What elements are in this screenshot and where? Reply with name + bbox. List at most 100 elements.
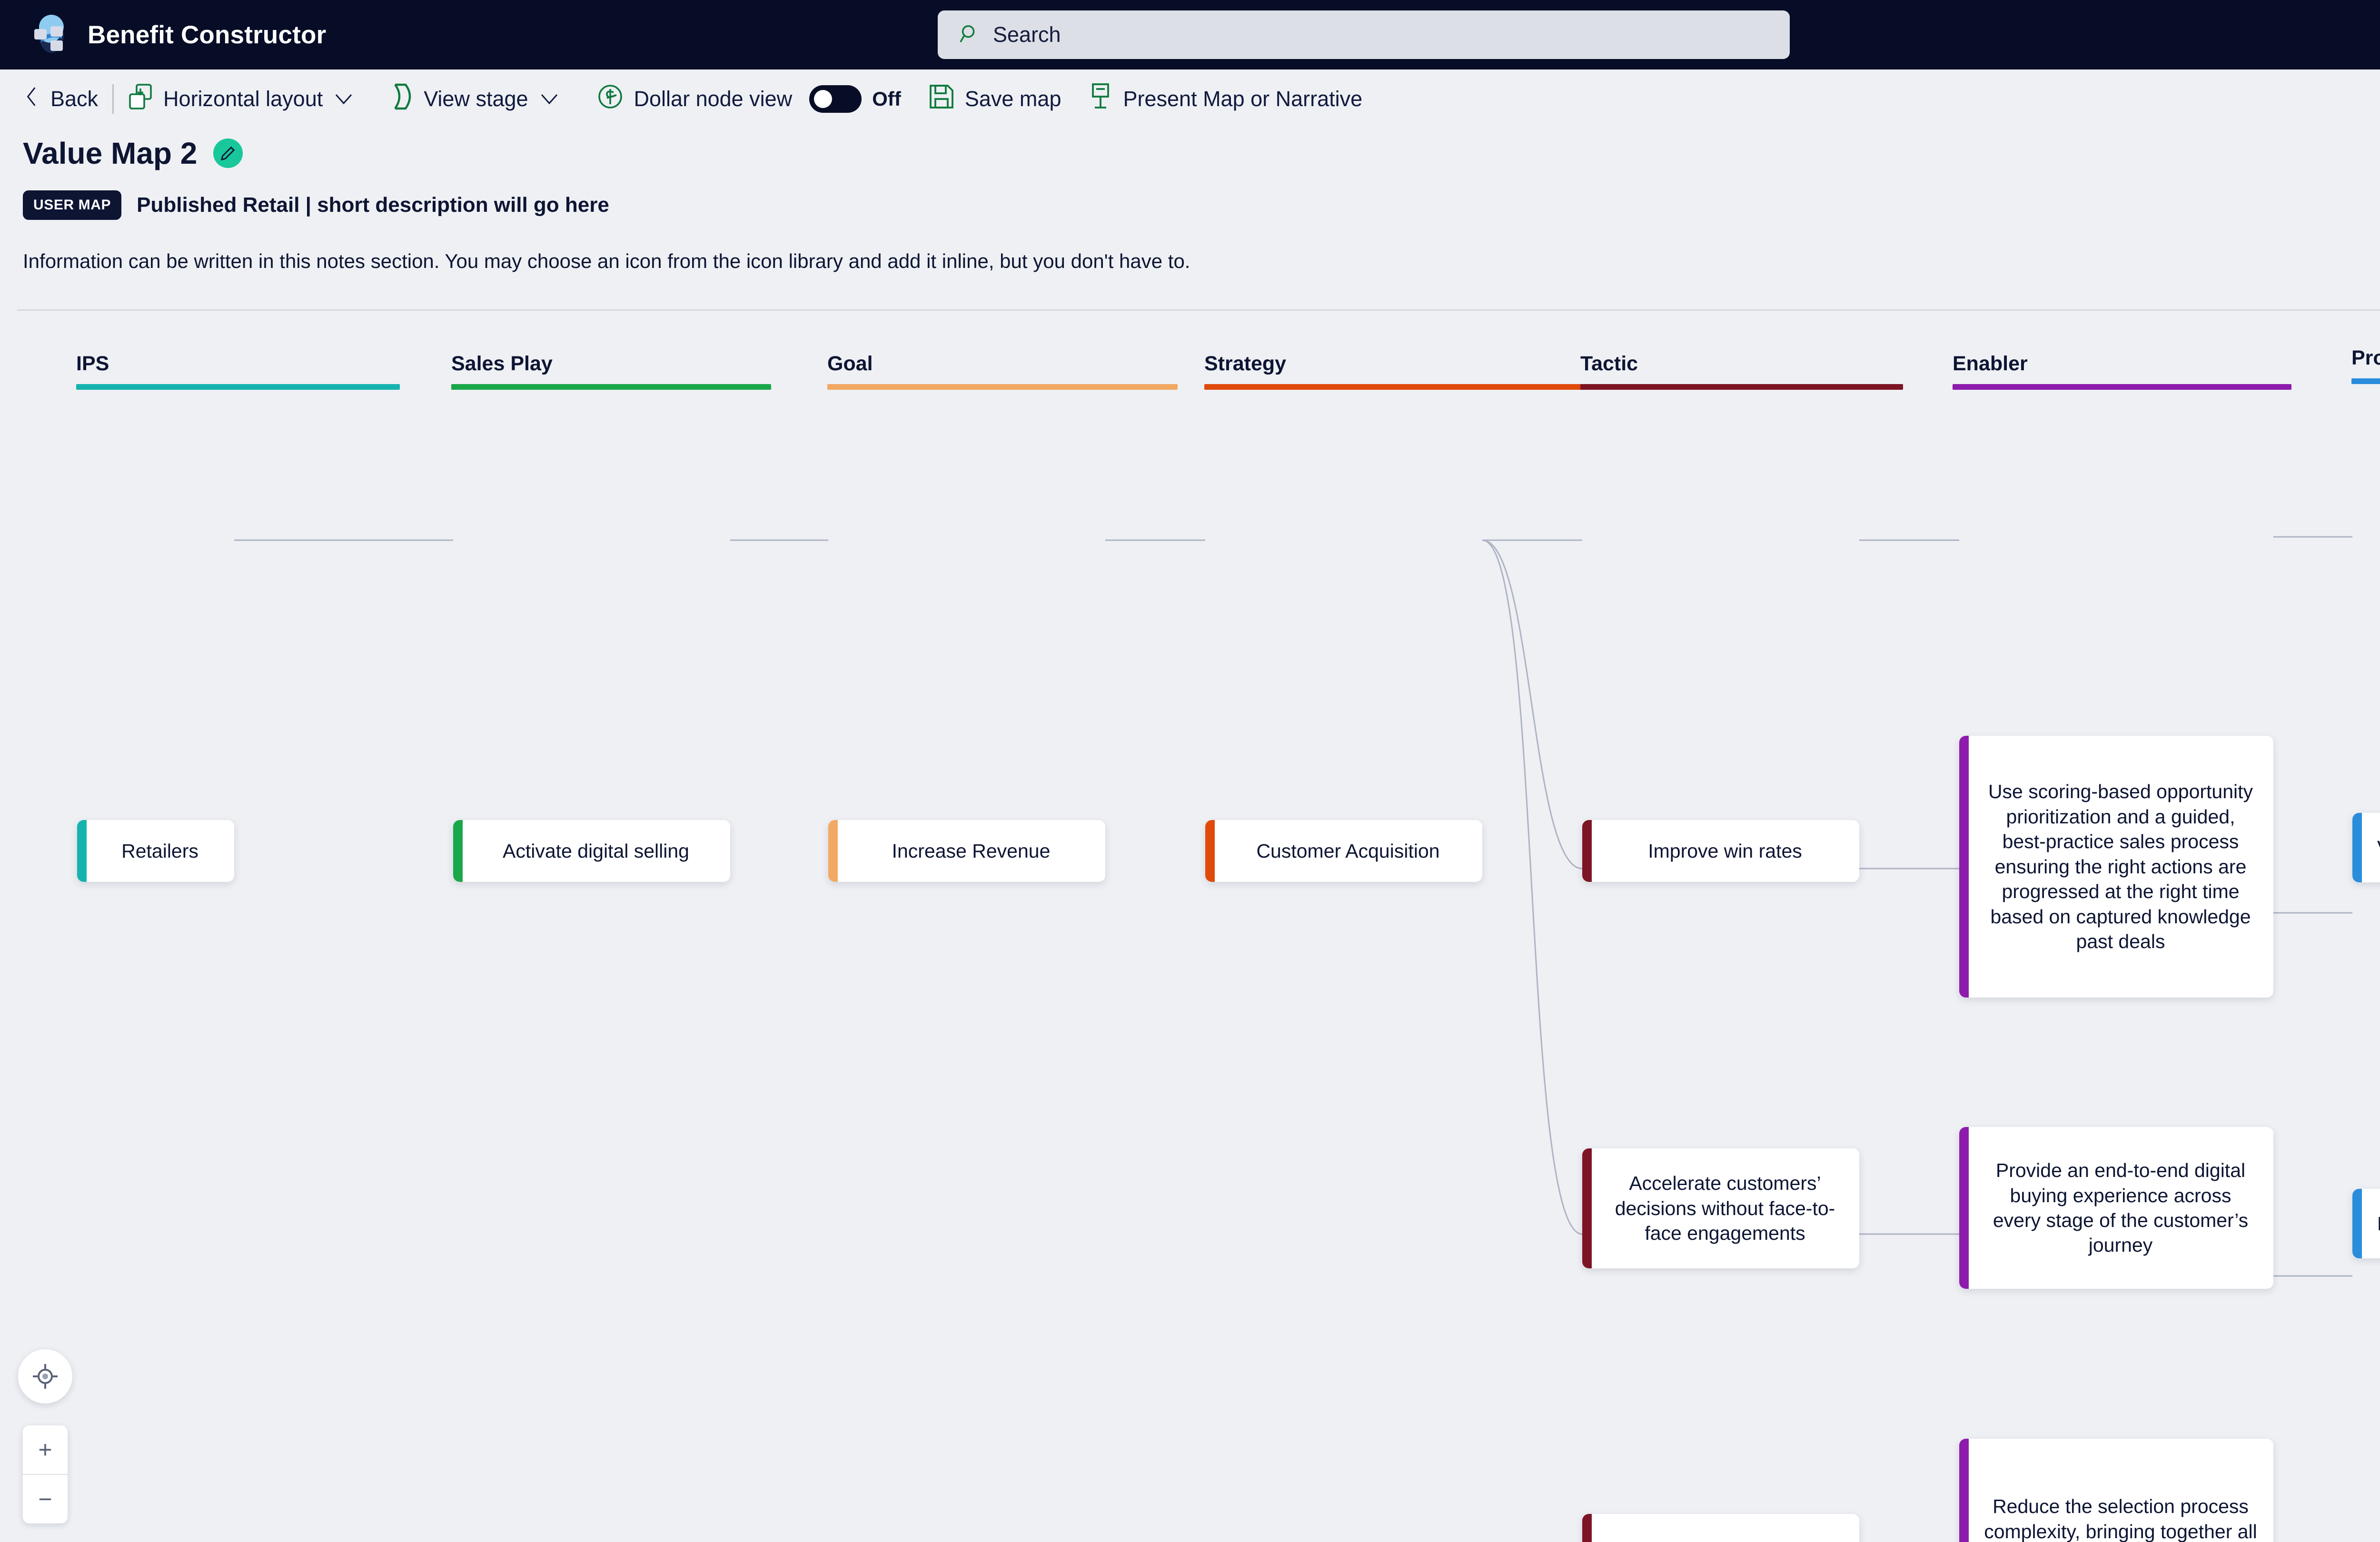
node-accent bbox=[1959, 736, 1969, 998]
layout-swap-icon bbox=[128, 83, 153, 115]
crosshair-recenter-icon[interactable] bbox=[18, 1349, 72, 1404]
page-title: Value Map 2 bbox=[23, 136, 198, 170]
zoom-controls: + − bbox=[23, 1425, 68, 1523]
column-underline bbox=[451, 384, 771, 390]
column-label: Sales Play bbox=[451, 352, 553, 375]
column-label: Strategy bbox=[1204, 352, 1287, 375]
top-bar: Benefit Constructor Search ? bbox=[0, 0, 2380, 69]
node-power-pages[interactable]: Power Pages bbox=[2352, 1189, 2380, 1258]
header-divider bbox=[17, 309, 2380, 311]
column-header-goal: Goal bbox=[827, 352, 1178, 390]
horizontal-layout-button[interactable]: Horizontal layout bbox=[128, 83, 323, 115]
node-retailers[interactable]: Retailers bbox=[77, 820, 234, 882]
search-input[interactable]: Search bbox=[938, 10, 1790, 59]
column-underline bbox=[76, 384, 400, 390]
zoom-in-button[interactable]: + bbox=[38, 1436, 52, 1463]
cloud-node-logo-icon bbox=[30, 13, 73, 57]
title-row: Value Map 2 bbox=[23, 136, 243, 171]
pencil-edit-icon[interactable] bbox=[213, 138, 243, 168]
node-viva-sales-1[interactable]: Viva Sales bbox=[2352, 813, 2380, 882]
chevron-left-icon bbox=[24, 86, 40, 113]
dollar-node-toggle[interactable] bbox=[809, 85, 862, 113]
toolbar-divider bbox=[112, 84, 114, 114]
node-customer-acquisition[interactable]: Customer Acquisition bbox=[1205, 820, 1482, 882]
node-label: Use scoring-based opportunity prioritiza… bbox=[1988, 781, 2253, 953]
map-meta-text: Published Retail | short description wil… bbox=[137, 193, 609, 217]
connector-layer bbox=[234, 536, 2352, 1277]
node-label: Customer Acquisition bbox=[1256, 840, 1440, 862]
node-improve-win-rates[interactable]: Improve win rates bbox=[1582, 820, 1859, 882]
node-label: Accelerate customers’ decisions without … bbox=[1615, 1172, 1835, 1245]
present-screen-icon bbox=[1089, 83, 1112, 116]
node-accelerate-decisions[interactable]: Accelerate customers’ decisions without … bbox=[1582, 1148, 1859, 1268]
notes-text: Information can be written in this notes… bbox=[23, 250, 1190, 272]
dollar-circle-icon bbox=[597, 83, 624, 115]
column-header-ips: IPS bbox=[76, 352, 400, 390]
search-placeholder: Search bbox=[993, 22, 1061, 47]
column-underline bbox=[1953, 384, 2291, 390]
node-accent bbox=[1582, 820, 1592, 882]
column-header-tactic: Tactic bbox=[1580, 352, 1903, 390]
node-accent bbox=[1582, 1514, 1592, 1542]
dollar-node-view-button[interactable]: Dollar node view bbox=[597, 83, 793, 115]
view-stage-button[interactable]: View stage bbox=[391, 83, 528, 116]
node-label: Provide an end-to-end digital buying exp… bbox=[1993, 1159, 2249, 1256]
column-underline bbox=[1580, 384, 1903, 390]
node-accent bbox=[1959, 1439, 1969, 1542]
column-label: Enabler bbox=[1953, 352, 2028, 375]
node-end-to-end-digital-buying[interactable]: Provide an end-to-end digital buying exp… bbox=[1959, 1127, 2273, 1289]
node-accent bbox=[828, 820, 838, 882]
node-label: Increase Revenue bbox=[892, 840, 1051, 862]
dollar-label: Dollar node view bbox=[634, 87, 793, 111]
column-header-product: Product bbox=[2351, 346, 2380, 384]
column-underline bbox=[827, 384, 1178, 390]
meta-row: USER MAP Published Retail | short descri… bbox=[23, 190, 609, 220]
save-map-button[interactable]: Save map bbox=[929, 84, 1061, 115]
node-reduce-selection-complexity[interactable]: Reduce the selection process complexity,… bbox=[1959, 1439, 2273, 1542]
node-increase-revenue[interactable]: Increase Revenue bbox=[828, 820, 1105, 882]
chevron-down-icon-stage[interactable] bbox=[540, 89, 559, 110]
node-accent bbox=[1582, 1148, 1592, 1268]
node-label: Activate digital selling bbox=[503, 840, 689, 862]
brand[interactable]: Benefit Constructor bbox=[30, 13, 326, 57]
node-accent bbox=[2352, 1189, 2362, 1258]
node-label: Retailers bbox=[121, 840, 198, 862]
node-label: Power Pages bbox=[2352, 1204, 2380, 1244]
toggle-state-label: Off bbox=[872, 88, 901, 110]
layout-label: Horizontal layout bbox=[163, 87, 323, 111]
column-label: Tactic bbox=[1580, 352, 1638, 375]
column-header-strategy: Strategy bbox=[1204, 352, 1585, 390]
column-label: IPS bbox=[76, 352, 109, 375]
zoom-divider bbox=[23, 1474, 68, 1475]
node-activate-digital-selling[interactable]: Activate digital selling bbox=[453, 820, 730, 882]
node-increase-franchises[interactable]: Increase the number of franchises bbox=[1582, 1514, 1859, 1542]
column-underline bbox=[2351, 378, 2380, 384]
chevron-down-icon-layout[interactable] bbox=[334, 89, 353, 110]
value-map-canvas[interactable]: IPS Sales Play Goal Strategy Tactic Enab… bbox=[0, 311, 2380, 1542]
node-accent bbox=[77, 820, 87, 882]
present-label: Present Map or Narrative bbox=[1123, 87, 1363, 111]
node-accent bbox=[2352, 813, 2362, 882]
node-label: Viva Sales bbox=[2352, 828, 2380, 868]
node-label: Reduce the selection process complexity,… bbox=[1984, 1495, 2257, 1542]
back-label: Back bbox=[50, 87, 99, 111]
node-accent bbox=[453, 820, 463, 882]
save-label: Save map bbox=[964, 87, 1061, 111]
node-accent bbox=[1959, 1127, 1969, 1289]
node-accent bbox=[1205, 820, 1215, 882]
node-label: Improve win rates bbox=[1648, 840, 1802, 862]
node-scoring-based-prioritization[interactable]: Use scoring-based opportunity prioritiza… bbox=[1959, 736, 2273, 998]
back-button[interactable]: Back bbox=[24, 86, 98, 113]
column-header-sales-play: Sales Play bbox=[451, 352, 771, 390]
chevron-stage-icon bbox=[391, 83, 413, 116]
status-badge: USER MAP bbox=[23, 190, 122, 220]
column-label: Goal bbox=[827, 352, 873, 375]
brand-title: Benefit Constructor bbox=[88, 20, 327, 49]
zoom-out-button[interactable]: − bbox=[38, 1486, 52, 1512]
stage-label: View stage bbox=[424, 87, 528, 111]
column-header-enabler: Enabler bbox=[1953, 352, 2291, 390]
toolbar: Back Horizontal layout View stage bbox=[0, 69, 2380, 128]
present-map-button[interactable]: Present Map or Narrative bbox=[1089, 83, 1362, 116]
column-label: Product bbox=[2351, 346, 2380, 369]
